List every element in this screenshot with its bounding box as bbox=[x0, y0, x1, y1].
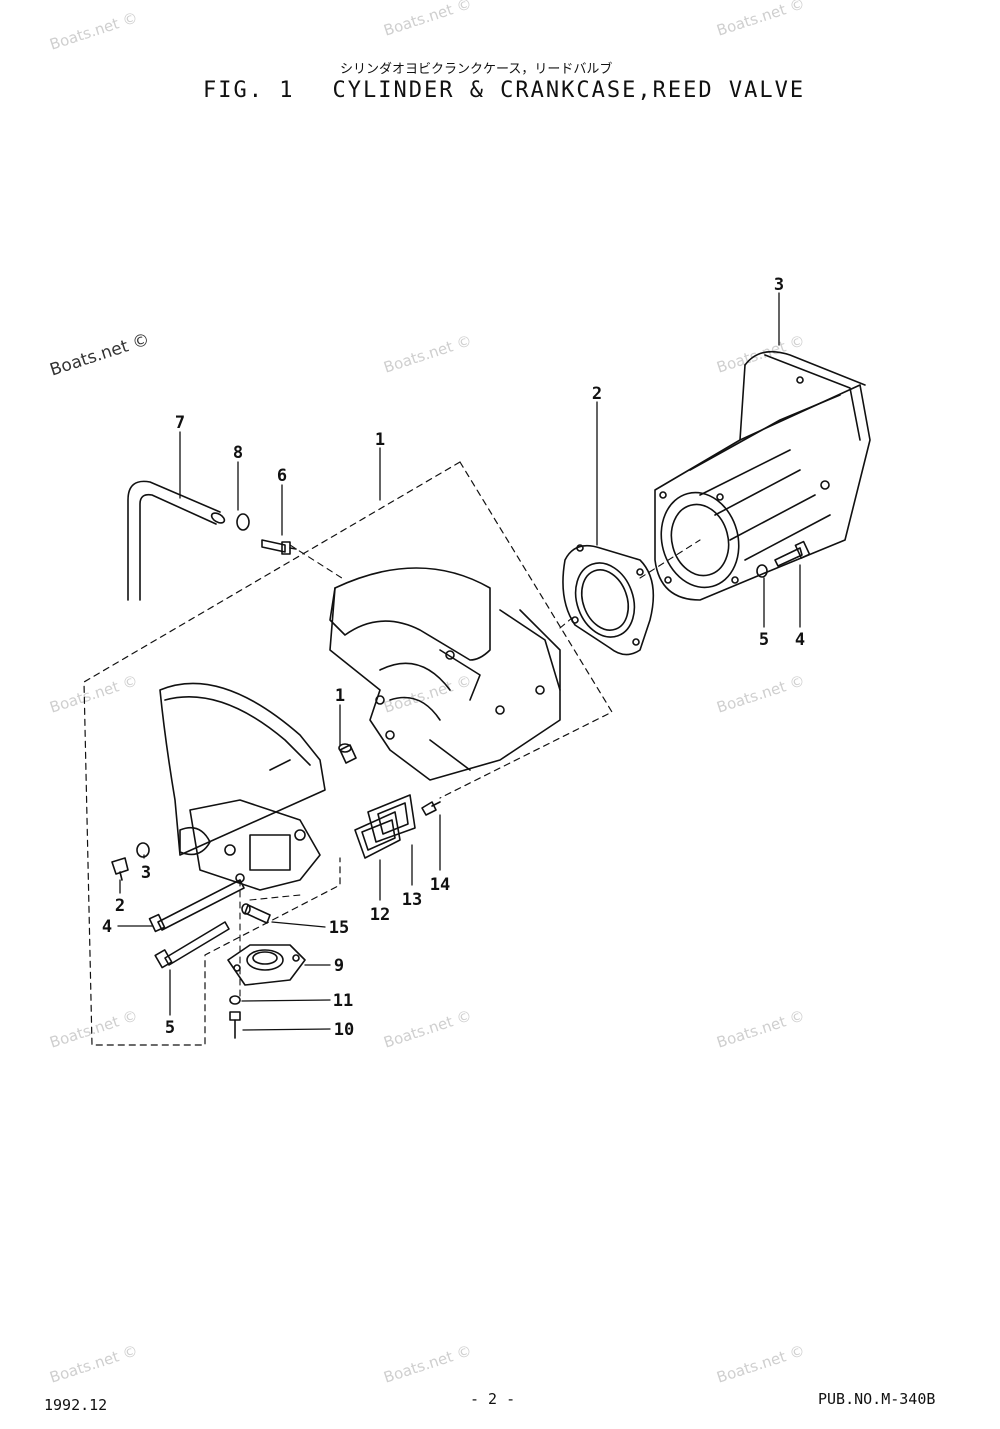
callout-8-clip: 8 bbox=[233, 443, 243, 463]
leader-lines bbox=[117, 292, 801, 1031]
washer-part-5-right bbox=[756, 564, 768, 578]
footer-page-number: - 2 - bbox=[470, 1390, 516, 1408]
figure-title: FIG. 1 CYLINDER & CRANKCASE,REED VALVE bbox=[203, 78, 805, 103]
screw-part-14 bbox=[421, 801, 441, 816]
callout-7-hose: 7 bbox=[175, 413, 185, 433]
callout-6-nipple: 6 bbox=[277, 466, 287, 486]
callout-2-bolt: 2 bbox=[115, 896, 125, 916]
callout-2-gasket: 2 bbox=[592, 384, 602, 404]
nipple-part-6 bbox=[261, 539, 297, 555]
washer-part-11 bbox=[229, 995, 241, 1005]
callout-1-crankcase: 1 bbox=[375, 430, 385, 450]
callout-4-long-bolt: 4 bbox=[102, 917, 112, 937]
pin-part-15 bbox=[241, 903, 271, 924]
bolt-part-5-left bbox=[154, 921, 230, 969]
bolt-part-4-right bbox=[774, 540, 811, 567]
callout-12-reed-plate: 12 bbox=[370, 905, 390, 925]
flange-part-9 bbox=[227, 944, 306, 986]
assembly-group-outline bbox=[83, 461, 613, 1046]
reed-plate-part-12 bbox=[354, 811, 401, 859]
bolt-part-4-left bbox=[148, 879, 245, 933]
bushing-part-1 bbox=[338, 743, 357, 764]
callout-15-pin: 15 bbox=[329, 918, 349, 938]
callout-1-bushing: 1 bbox=[335, 686, 345, 706]
callout-4-bolt: 4 bbox=[795, 630, 805, 650]
cylinder-part-3 bbox=[654, 350, 871, 601]
reed-stopper-part-13 bbox=[367, 794, 416, 843]
hose-part-7 bbox=[127, 480, 226, 601]
callout-3-washer: 3 bbox=[141, 863, 151, 883]
callout-14-screw: 14 bbox=[430, 875, 450, 895]
figure-name: CYLINDER & CRANKCASE,REED VALVE bbox=[332, 78, 806, 103]
screw-part-10 bbox=[229, 1011, 241, 1039]
alignment-lines bbox=[239, 539, 701, 1001]
crankcase-lower-half bbox=[159, 682, 326, 891]
washer-part-3-left bbox=[136, 842, 150, 858]
callout-5-long-bolt: 5 bbox=[165, 1018, 175, 1038]
callout-3-cylinder: 3 bbox=[774, 275, 784, 295]
figure-label: FIG. 1 bbox=[203, 78, 295, 103]
callout-11-washer: 11 bbox=[333, 991, 353, 1011]
clip-part-8 bbox=[236, 513, 250, 531]
figure-subtitle-jp: シリンダオヨビクランクケース，リードバルブ bbox=[340, 62, 613, 77]
callout-10-screw: 10 bbox=[334, 1020, 354, 1040]
callout-13-reed-stopper: 13 bbox=[402, 890, 422, 910]
bolt-part-2-left bbox=[111, 857, 129, 881]
gasket-part-2 bbox=[562, 544, 655, 656]
callout-5-washer: 5 bbox=[759, 630, 769, 650]
callout-9-flange: 9 bbox=[334, 956, 344, 976]
crankcase-upper-part-1 bbox=[329, 567, 561, 781]
footer-pub-number: PUB.NO.M-340B bbox=[818, 1390, 936, 1408]
footer-date: 1992.12 bbox=[44, 1396, 108, 1414]
